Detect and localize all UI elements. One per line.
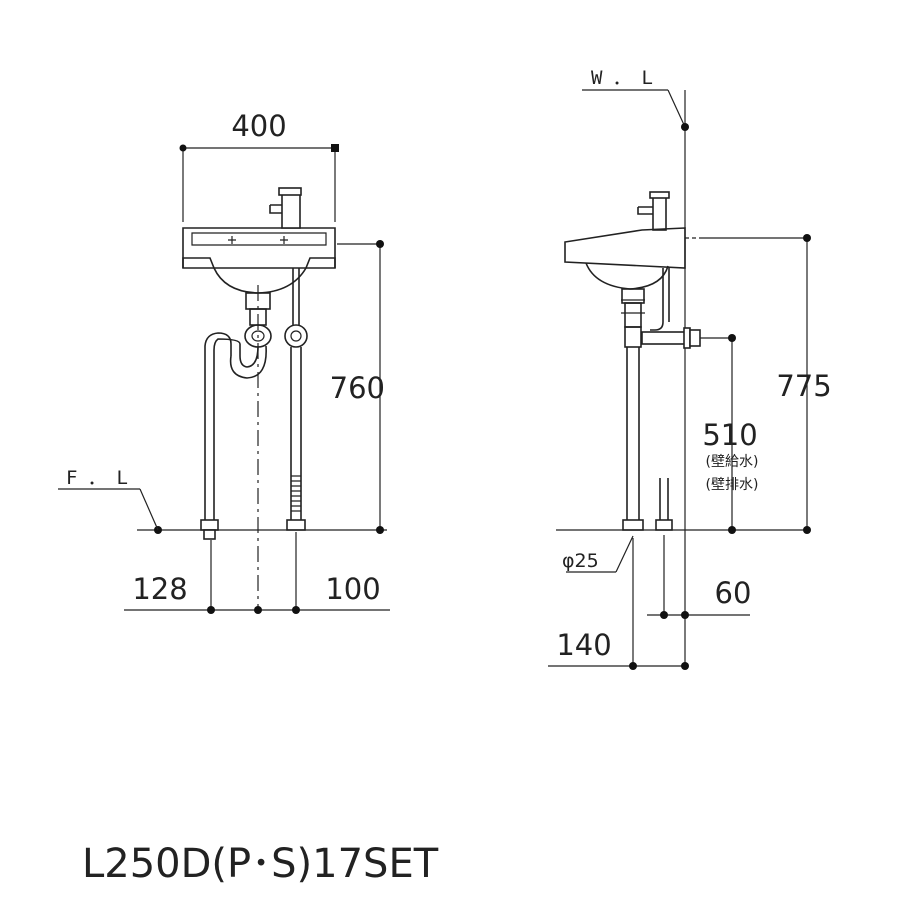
front-height-label: 760 (330, 371, 385, 405)
front-offset-left-label: 128 (132, 572, 187, 606)
side-view: W．L (548, 67, 832, 670)
side-pipe-height-dimension: 510 (壁給水) (壁排水) (700, 334, 758, 534)
side-basin (564, 227, 700, 290)
side-height-dimension: 775 (700, 234, 832, 534)
side-depth-small-dimension: 60 (647, 535, 751, 619)
side-drain-pipe (621, 288, 645, 531)
model-label: L250D(P･S)17SET (82, 841, 439, 887)
front-offset-dimension: 128 100 (124, 532, 390, 614)
side-faucet (637, 191, 670, 231)
side-height-label: 775 (776, 369, 831, 403)
side-diameter-label: φ25 (562, 550, 599, 572)
front-width-label: 400 (231, 109, 286, 143)
front-floor-label: F．L (66, 467, 138, 489)
side-depth-large-label: 140 (556, 628, 611, 662)
front-floor-line: F．L (58, 467, 387, 534)
side-supply-note: (壁給水) (706, 454, 759, 470)
front-height-dimension: 760 (330, 240, 385, 534)
front-view: 400 (58, 109, 390, 614)
front-supply-pipe (284, 268, 308, 531)
side-diameter-leader: φ25 (562, 535, 634, 573)
front-drain-trap (200, 292, 272, 540)
side-drain-note: (壁排水) (706, 477, 759, 493)
side-pipe-height-label: 510 (702, 418, 757, 452)
side-supply-pipe (641, 268, 701, 531)
front-basin (182, 227, 336, 294)
side-wall-line: W．L (582, 67, 689, 668)
side-depth-small-label: 60 (715, 576, 752, 610)
side-depth-large-dimension: 140 (548, 538, 689, 670)
side-wall-label: W．L (591, 67, 663, 89)
front-offset-right-label: 100 (325, 572, 380, 606)
front-width-dimension: 400 (179, 109, 339, 222)
front-faucet (269, 187, 302, 229)
